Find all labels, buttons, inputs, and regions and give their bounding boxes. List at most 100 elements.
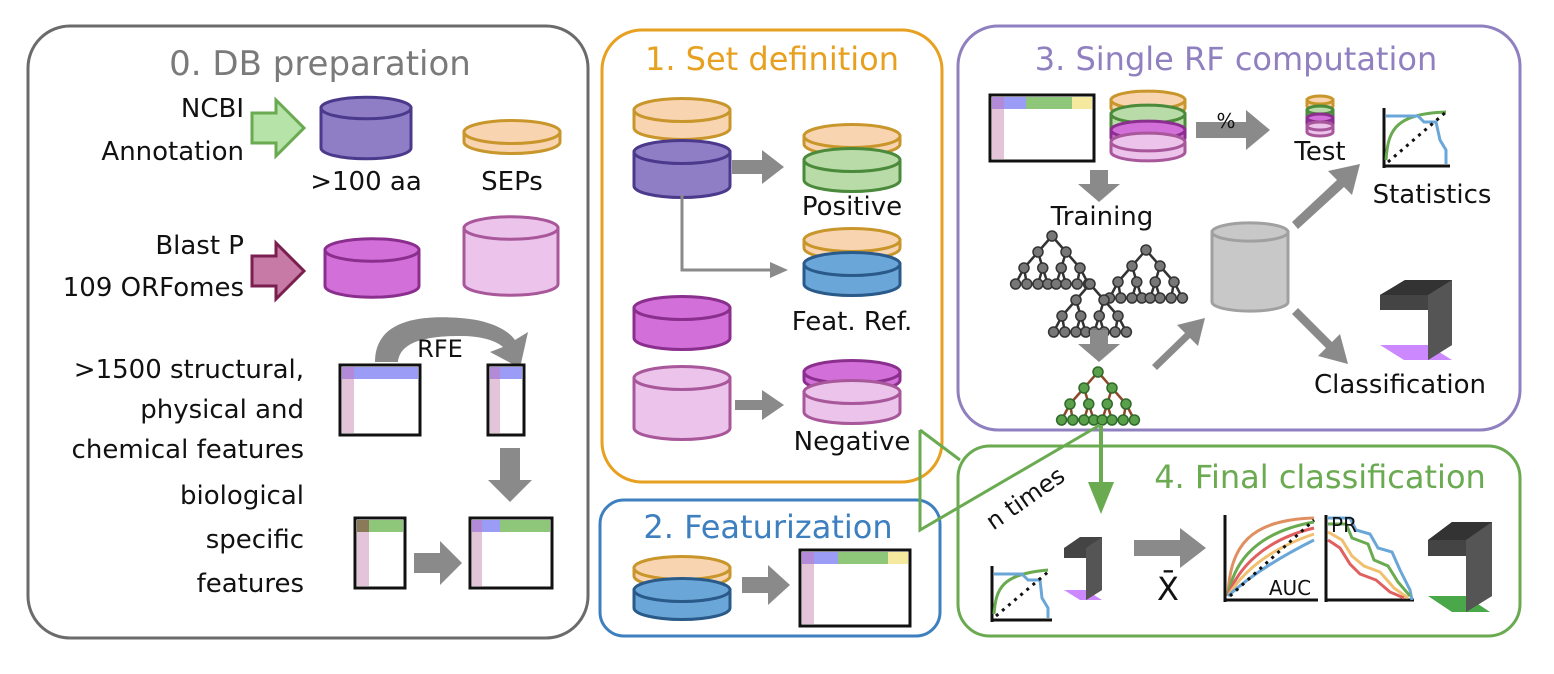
cylinder-icon xyxy=(462,215,560,297)
tree-node xyxy=(1154,292,1166,304)
gt100-label: >100 aa xyxy=(310,167,422,197)
positive-label: Positive xyxy=(802,192,902,222)
tree-node xyxy=(1144,292,1156,304)
percent-arrow-icon xyxy=(1196,110,1270,150)
tree-node xyxy=(1047,326,1060,338)
arrow-to-negative-icon xyxy=(735,390,784,420)
training-trees-icon xyxy=(1009,230,1189,338)
tree-node xyxy=(1060,246,1072,258)
rfe-curved-arrow-icon xyxy=(375,317,528,368)
tree-node xyxy=(1032,246,1044,258)
tree-node xyxy=(1070,326,1082,338)
tree-node xyxy=(1084,278,1096,290)
feat-seps-cylinder xyxy=(632,554,732,622)
right-arrow-icon xyxy=(414,541,462,585)
set-magenta-cylinder xyxy=(632,294,732,352)
positive-cylinder xyxy=(802,122,902,194)
featref-cylinder xyxy=(802,226,902,298)
tree-node xyxy=(1096,414,1108,426)
blast-label-1: Blast P xyxy=(155,231,244,261)
featurization-title: 2. Featurization xyxy=(643,508,892,546)
panel-featurization xyxy=(598,498,942,638)
tree-node xyxy=(1074,262,1086,274)
tree-node xyxy=(1055,414,1068,426)
tree-node xyxy=(1106,382,1118,394)
cylinder-icon xyxy=(1305,120,1335,138)
db-prep-title: 0. DB preparation xyxy=(169,44,471,84)
panel-set-definition xyxy=(600,28,944,484)
tree-node xyxy=(1112,276,1124,288)
classification-cube-icon xyxy=(1380,280,1452,360)
tree-node xyxy=(1120,326,1133,338)
panel-db-preparation xyxy=(26,24,590,640)
set-gt100-cylinder xyxy=(632,138,732,200)
bio-feature-table xyxy=(353,516,407,590)
tree-node xyxy=(1075,310,1087,322)
ncbi-label-1: NCBI xyxy=(181,94,244,124)
model-gray-cylinder xyxy=(1210,221,1290,313)
tree-node xyxy=(1165,292,1177,304)
tree-node xyxy=(1009,278,1022,290)
tree-node xyxy=(1098,294,1110,306)
tree-node xyxy=(1109,326,1121,338)
tree-node xyxy=(1078,414,1090,426)
cylinder-icon xyxy=(802,146,902,194)
tree-node xyxy=(1126,260,1138,272)
cylinder-icon xyxy=(1210,221,1290,313)
test-label: Test xyxy=(1293,137,1345,167)
mean-symbol: X̄ xyxy=(1157,569,1179,608)
tree-node xyxy=(1064,398,1076,410)
arrow-to-classification-icon xyxy=(1292,308,1348,364)
tree-node xyxy=(1131,276,1143,288)
blast-arrow-icon xyxy=(250,239,307,303)
tree-node xyxy=(1112,310,1124,322)
tree-node xyxy=(1092,366,1104,378)
arrow-to-model-icon xyxy=(1152,318,1205,370)
down-arrow-icon xyxy=(488,448,532,502)
tree-node xyxy=(1176,292,1189,304)
tree-node xyxy=(1070,294,1082,306)
final-tree-icon xyxy=(1055,366,1141,426)
feature-table-reduced xyxy=(486,363,526,437)
cylinder-icon xyxy=(323,237,421,299)
feature-table-large xyxy=(338,363,422,437)
statistics-label: Statistics xyxy=(1373,180,1492,210)
green-connector-lines xyxy=(919,428,961,462)
pr-label: PR xyxy=(1331,513,1357,537)
arrow-to-featref-icon xyxy=(770,262,788,278)
tree-node xyxy=(1055,262,1067,274)
tree-node xyxy=(1101,398,1113,410)
tree-node xyxy=(1117,414,1129,426)
tree-node xyxy=(1046,230,1058,242)
cylinder-icon xyxy=(632,294,732,352)
pr-plot: PR xyxy=(1324,513,1414,602)
single-rf-title: 3. Single RF computation xyxy=(1035,40,1437,78)
cylinder-icon xyxy=(632,576,732,622)
cylinder-icon xyxy=(632,96,732,142)
tree-node xyxy=(1149,276,1161,288)
cylinder-icon xyxy=(802,250,902,298)
rfe-label: RFE xyxy=(417,335,463,363)
statistics-plot xyxy=(1382,108,1450,168)
mean-arrow-icon xyxy=(1134,528,1206,568)
tree-node xyxy=(1120,398,1132,410)
down-arrow-forest-icon xyxy=(1078,330,1120,362)
auc-label: AUC xyxy=(1269,576,1311,600)
bio-label-2: specific xyxy=(206,525,304,555)
auc-plot: AUC xyxy=(1223,515,1318,602)
ncbi-arrow-icon xyxy=(250,96,307,160)
down-arrow-training-icon xyxy=(1078,170,1120,202)
tree-node xyxy=(1083,398,1095,410)
ncbi-label-2: Annotation xyxy=(101,137,244,167)
feat-output-table xyxy=(798,548,912,628)
tree-node xyxy=(1154,260,1166,272)
training-label: Training xyxy=(1050,202,1154,232)
connector-line xyxy=(680,195,770,272)
cylinder-icon xyxy=(632,138,732,200)
n-times-label: n times xyxy=(981,461,1070,535)
tree-node xyxy=(1168,276,1180,288)
blast-label-2: 109 ORFomes xyxy=(63,273,244,303)
tree-node xyxy=(1037,262,1049,274)
tree-node xyxy=(1032,278,1044,290)
